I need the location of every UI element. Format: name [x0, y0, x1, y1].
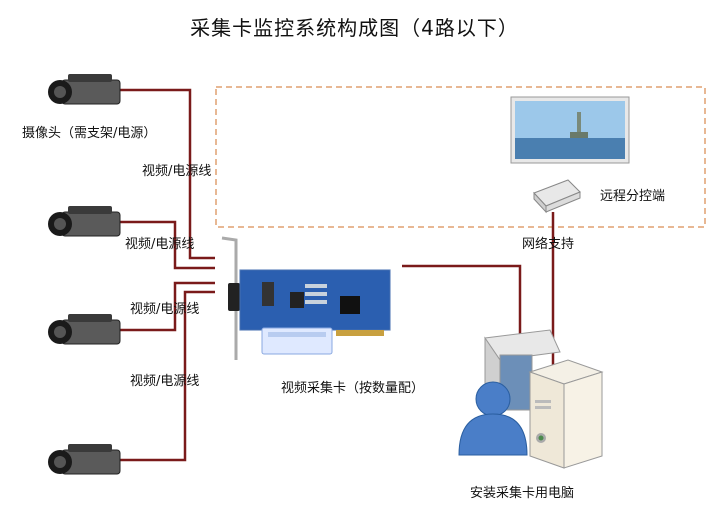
pc-label: 安装采集卡用电脑	[470, 486, 575, 501]
cable-camera-1	[108, 88, 215, 260]
router-icon	[533, 179, 581, 214]
camera-icon-1	[48, 74, 121, 105]
remote-area-border	[215, 86, 706, 228]
camera-icon-2	[48, 206, 121, 237]
cable-camera-4	[108, 290, 215, 462]
camera-icon-3	[48, 314, 121, 345]
cable-label-2: 视频/电源线	[125, 237, 195, 252]
diagram-title: 采集卡监控系统构成图（4路以下）	[190, 16, 519, 40]
capture-card-label: 视频采集卡（按数量配）	[281, 381, 425, 396]
cable-camera-3	[108, 281, 215, 332]
cable-label-4: 视频/电源线	[130, 374, 200, 389]
cable-card-to-pc	[402, 264, 522, 345]
capture-card-icon	[221, 236, 391, 360]
camera-icon-4	[48, 444, 121, 475]
camera-cables	[108, 88, 215, 462]
cable-label-3: 视频/电源线	[130, 302, 200, 317]
network-label: 网络支持	[522, 237, 575, 252]
remote-label: 远程分控端	[600, 189, 666, 204]
user-icon	[458, 381, 528, 456]
camera-label: 摄像头（需支架/电源）	[22, 126, 157, 141]
cable-camera-2	[108, 220, 215, 270]
cable-label-1: 视频/电源线	[142, 164, 212, 179]
remote-monitor-icon	[510, 96, 630, 164]
